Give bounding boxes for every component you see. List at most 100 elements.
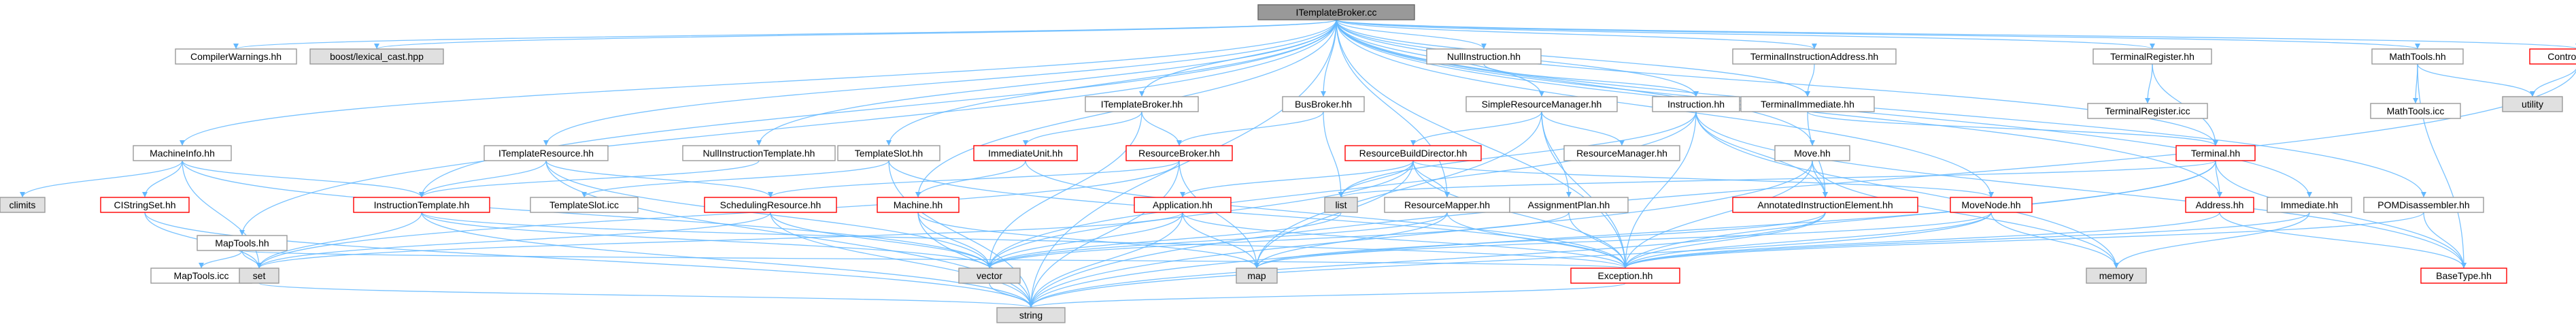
node-instruction-hh[interactable]: Instruction.hh: [1652, 96, 1740, 112]
node-label: ResourceBuildDirector.hh: [1359, 148, 1468, 159]
edge-terminal-to-string: [1030, 160, 2216, 308]
node-machineinfo-hh[interactable]: MachineInfo.hh: [133, 145, 232, 161]
node-itemplatebroker-cc[interactable]: ITemplateBroker.cc: [1257, 4, 1415, 20]
edge-root-to-nullinstruction: [1336, 19, 1485, 50]
node-resourcebuilddirector-hh[interactable]: ResourceBuildDirector.hh: [1344, 145, 1482, 161]
edge-resourcebroker-to-string: [1030, 160, 1180, 308]
node-box: [958, 268, 1021, 284]
node-compilerwarnings-hh[interactable]: CompilerWarnings.hh: [175, 48, 297, 65]
node-box: [1426, 48, 1542, 65]
edge-machineinfo-to-climits: [22, 160, 183, 198]
node-label: Machine.hh: [894, 199, 943, 210]
node-annotatedinstructionelement-hh[interactable]: AnnotatedInstructionElement.hh: [1732, 197, 1918, 213]
node-label: Move.hh: [1794, 148, 1831, 159]
node-application-hh[interactable]: Application.hh: [1134, 197, 1232, 213]
edge-instruction-to-memory: [1695, 111, 2117, 269]
node-templateslot-hh[interactable]: TemplateSlot.hh: [837, 145, 940, 161]
node-instructiontemplate-hh[interactable]: InstructionTemplate.hh: [353, 197, 490, 213]
edge-immediate-to-memory: [2116, 212, 2310, 269]
node-machine-hh[interactable]: Machine.hh: [877, 197, 960, 213]
edge-busbroker-to-list: [1323, 111, 1342, 198]
node-nullinstructiontemplate-hh[interactable]: NullInstructionTemplate.hh: [682, 145, 836, 161]
edge-immediateunit-to-exception: [1025, 160, 1626, 269]
edge-nullinstructiontemplate-to-instructiontemplate: [421, 160, 760, 198]
edge-arrowhead: [543, 140, 549, 146]
node-maptools-icc[interactable]: MapTools.icc: [150, 268, 252, 284]
node-templateslot-icc[interactable]: TemplateSlot.icc: [530, 197, 639, 213]
edge-arrowhead: [199, 263, 204, 268]
node-resourcebroker-hh[interactable]: ResourceBroker.hh: [1125, 145, 1233, 161]
node-label: ITemplateResource.hh: [498, 148, 594, 159]
node-assignmentplan-hh[interactable]: AssignmentPlan.hh: [1509, 197, 1629, 213]
edge-arrowhead: [2413, 98, 2418, 103]
node-label: boost/lexical_cast.hpp: [330, 51, 424, 62]
node-label: TerminalRegister.hh: [2110, 51, 2194, 62]
node-box: [1652, 96, 1740, 112]
edge-root-to-terminal: [1336, 19, 2216, 146]
edge-arrowhead: [1988, 192, 1994, 197]
edge-arrowhead: [1338, 192, 1344, 197]
node-label: string: [1019, 310, 1043, 321]
edge-root-to-controlunit: [1336, 19, 2576, 49]
edge-exception-to-string: [1030, 282, 1626, 308]
node-move-hh[interactable]: Move.hh: [1774, 145, 1850, 161]
edge-arrowhead: [1028, 302, 1034, 308]
node-maptools-hh[interactable]: MapTools.hh: [197, 235, 288, 251]
node-box: [973, 145, 1078, 161]
node-terminalimmediate-hh[interactable]: TerminalImmediate.hh: [1740, 96, 1875, 112]
node-controlunit-hh[interactable]: ControlUnit.hh: [2529, 48, 2576, 65]
node-box: [1465, 96, 1618, 112]
node-terminalinstructionaddress-hh[interactable]: TerminalInstructionAddress.hh: [1732, 48, 1897, 65]
node-list: list: [1324, 197, 1358, 213]
node-box: [2363, 197, 2484, 213]
node-label: TerminalRegister.icc: [2105, 106, 2190, 116]
node-box: [1257, 4, 1415, 20]
node-box: [1134, 197, 1232, 213]
node-label: CIStringSet.hh: [114, 199, 175, 210]
edge-root-to-lexicalcast: [376, 19, 1337, 50]
node-immediateunit-hh[interactable]: ImmediateUnit.hh: [973, 145, 1078, 161]
node-itemplateresource-hh[interactable]: ITemplateResource.hh: [484, 145, 609, 161]
node-pomdisassembler-hh[interactable]: POMDisassembler.hh: [2363, 197, 2484, 213]
node-terminal-hh[interactable]: Terminal.hh: [2175, 145, 2256, 161]
node-address-hh[interactable]: Address.hh: [2185, 197, 2254, 213]
node-schedulingresource-hh[interactable]: SchedulingResource.hh: [704, 197, 837, 213]
edge-arrowhead: [2114, 263, 2119, 268]
node-box: [530, 197, 639, 213]
node-itemplatebroker-hh[interactable]: ITemplateBroker.hh: [1085, 96, 1199, 112]
edge-immediate-to-exception: [1625, 212, 2310, 269]
node-label: BaseType.hh: [2436, 270, 2492, 281]
edge-terminal-to-list: [1340, 160, 2216, 198]
node-nullinstruction-hh[interactable]: NullInstruction.hh: [1426, 48, 1542, 65]
node-busbroker-hh[interactable]: BusBroker.hh: [1282, 96, 1365, 112]
node-box: [2502, 96, 2563, 112]
node-basetype-hh[interactable]: BaseType.hh: [2420, 268, 2507, 284]
node-resourcemanager-hh[interactable]: ResourceManager.hh: [1563, 145, 1680, 161]
node-box: [1950, 197, 2033, 213]
node-label: Exception.hh: [1598, 270, 1653, 281]
node-resourcemapper-hh[interactable]: ResourceMapper.hh: [1384, 197, 1510, 213]
node-exception-hh[interactable]: Exception.hh: [1570, 268, 1680, 284]
node-set: set: [239, 268, 279, 284]
node-immediate-hh[interactable]: Immediate.hh: [2267, 197, 2352, 213]
node-cistringset-hh[interactable]: CIStringSet.hh: [100, 197, 190, 213]
edge-root-to-pomdisassembler: [1336, 19, 2424, 198]
edge-busbroker-to-resourcebroker: [1179, 111, 1324, 146]
node-box: [2370, 103, 2461, 119]
edge-pomdisassembler-to-exception: [1625, 212, 2424, 269]
edge-address-to-exception: [1625, 212, 2220, 269]
edge-root-to-string: [1030, 19, 1337, 308]
node-terminalregister-hh[interactable]: TerminalRegister.hh: [2092, 48, 2212, 65]
edge-annotatedinstructionelement-to-string: [1030, 212, 1826, 308]
edge-resourcebuilddirector-to-exception: [1412, 160, 1626, 269]
node-mathtools-hh[interactable]: MathTools.hh: [2371, 48, 2464, 65]
node-simpleresourcemanager-hh[interactable]: SimpleResourceManager.hh: [1465, 96, 1618, 112]
node-label: BusBroker.hh: [1295, 99, 1352, 110]
node-terminalregister-icc[interactable]: TerminalRegister.icc: [2087, 103, 2208, 119]
edge-terminal-to-basetype: [2215, 160, 2464, 269]
node-movenode-hh[interactable]: MoveNode.hh: [1950, 197, 2033, 213]
node-label: list: [1335, 199, 1346, 210]
node-box: [877, 197, 960, 213]
node-mathtools-icc[interactable]: MathTools.icc: [2370, 103, 2461, 119]
